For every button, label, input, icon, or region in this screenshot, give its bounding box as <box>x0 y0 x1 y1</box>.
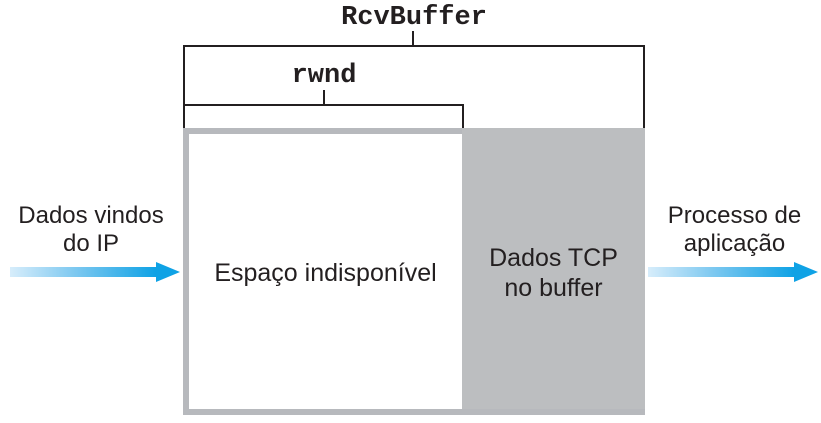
rwnd-label: rwnd <box>291 61 357 91</box>
application-arrow-head <box>794 262 818 282</box>
ip-data-label: Dados vindos do IP <box>2 202 180 258</box>
application-process-label-line2: aplicação <box>683 230 786 257</box>
tcp-data-label: Dados TCP no buffer <box>462 243 645 303</box>
application-process-label-line1: Processo de <box>667 202 802 229</box>
ip-data-label-line1: Dados vindos <box>18 202 164 229</box>
ip-arrow-shaft <box>10 267 156 277</box>
tcp-data-label-line2: no buffer <box>504 274 603 302</box>
tcp-data-label-line1: Dados TCP <box>489 244 618 272</box>
rcvbuffer-label: RcvBuffer <box>341 3 487 33</box>
rwnd-tick-line <box>323 90 325 105</box>
free-space-label: Espaço indisponível <box>214 259 437 287</box>
ip-data-label-line2: do IP <box>62 230 120 257</box>
application-arrow-shaft <box>648 267 794 277</box>
rcvbuffer-tick-line <box>412 31 414 45</box>
ip-arrow-head <box>156 262 180 282</box>
application-process-arrow-icon <box>648 262 818 282</box>
rcvbuffer-bracket <box>183 45 645 128</box>
rwnd-bracket <box>183 104 464 128</box>
tcp-data-region <box>462 128 645 409</box>
application-process-label: Processo de aplicação <box>648 202 821 258</box>
ip-data-arrow-icon <box>10 262 180 282</box>
